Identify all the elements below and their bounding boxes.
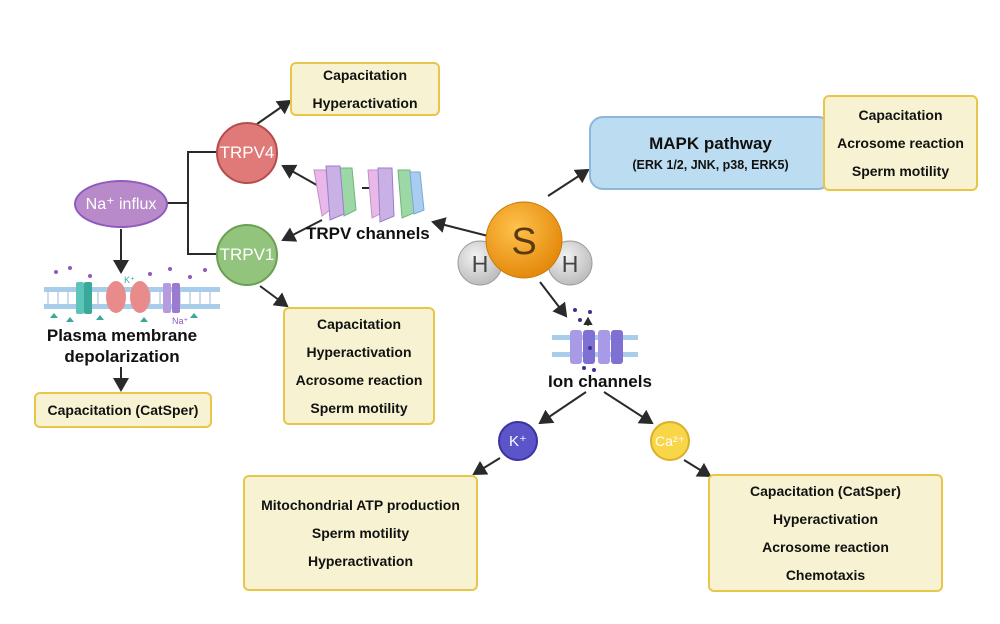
arrow-trpv-to-trpv4 — [281, 164, 323, 189]
effect-item: Hyperactivation — [772, 511, 879, 527]
plasma-membrane-line-1: Plasma membrane — [46, 326, 198, 345]
effect-item: Acrosome reaction — [837, 135, 964, 151]
effect-item: Acrosome reaction — [295, 372, 423, 388]
mapk-pathway-box: MAPK pathway (ERK 1/2, JNK, p38, ERK5) — [589, 116, 832, 190]
effect-item: Sperm motility — [310, 400, 408, 416]
arrow-s-to-trpv — [431, 217, 489, 237]
plasma-membrane-label: Plasma membrane depolarization — [36, 325, 208, 367]
effect-item: Capacitation — [858, 107, 943, 123]
k-effects-box: Mitochondrial ATP production Sperm motil… — [243, 475, 478, 591]
na-ion-small-label: Na⁺ — [172, 316, 189, 326]
na-influx-node: Na⁺ influx — [74, 180, 168, 228]
effect-item: Hyperactivation — [306, 344, 412, 360]
mapk-title: MAPK pathway — [649, 134, 772, 153]
effect-item: Sperm motility — [311, 525, 410, 541]
arrow-trpv1-to-box — [259, 285, 289, 308]
trpv4-label: TRPV4 — [219, 143, 275, 162]
depolarization-effects-box: Capacitation (CatSper) — [34, 392, 212, 428]
trpv4-node: TRPV4 — [216, 122, 278, 184]
effect-item: Mitochondrial ATP production — [261, 497, 460, 513]
arrow-s-to-mapk — [547, 168, 590, 197]
arrow-ion-to-k — [538, 391, 587, 425]
k-ion-small-label: K⁺ — [124, 275, 135, 285]
ca-ion-label: Ca²⁺ — [655, 432, 685, 449]
effect-item: Capacitation — [322, 67, 407, 83]
arrow-trpv4-to-box — [256, 99, 292, 125]
trpv-channel-closed-icon — [313, 165, 357, 221]
arrow-trpv-to-trpv1 — [281, 219, 323, 242]
effect-item: Sperm motility — [851, 163, 950, 179]
effect-item: Hyperactivation — [307, 553, 414, 569]
arrow-s-to-ion — [539, 281, 568, 318]
effect-item: Hyperactivation — [312, 95, 418, 111]
trpv1-label: TRPV1 — [219, 245, 275, 264]
effect-item: Capacitation (CatSper) — [47, 402, 199, 418]
mapk-subtitle: (ERK 1/2, JNK, p38, ERK5) — [632, 158, 789, 172]
membrane-left-icon: K⁺ Na⁺ — [44, 266, 220, 326]
trpv4-effects-box: Capacitation Hyperactivation — [290, 62, 440, 116]
trpv-channels-label: TRPV channels — [306, 224, 430, 243]
arrow-ca-to-box — [683, 459, 712, 478]
k-ion-node: K⁺ — [498, 421, 538, 461]
h2s-molecule-icon: H H S — [457, 201, 593, 286]
arrow-ion-to-ca — [603, 391, 654, 425]
hydrogen-right-label: H — [562, 251, 579, 277]
effect-item: Chemotaxis — [785, 567, 866, 583]
sulfur-label: S — [511, 221, 536, 263]
hydrogen-left-label: H — [472, 251, 489, 277]
arrow-k-to-box — [472, 457, 501, 476]
ion-channels-label: Ion channels — [548, 372, 652, 391]
trpv1-effects-box: Capacitation Hyperactivation Acrosome re… — [283, 307, 435, 425]
effect-item: Acrosome reaction — [762, 539, 889, 555]
effect-item: Capacitation — [316, 316, 401, 332]
trpv-channel-open-icon — [367, 167, 425, 223]
mapk-effects-box: Capacitation Acrosome reaction Sperm mot… — [823, 95, 978, 191]
membrane-ion-channel-icon — [552, 308, 638, 372]
ca-effects-box: Capacitation (CatSper) Hyperactivation A… — [708, 474, 943, 592]
k-ion-label: K⁺ — [509, 433, 527, 450]
ca-ion-node: Ca²⁺ — [650, 421, 690, 461]
na-influx-label: Na⁺ influx — [85, 196, 157, 213]
trpv1-node: TRPV1 — [216, 224, 278, 286]
plasma-membrane-line-2: depolarization — [64, 347, 180, 366]
effect-item: Capacitation (CatSper) — [750, 483, 901, 499]
